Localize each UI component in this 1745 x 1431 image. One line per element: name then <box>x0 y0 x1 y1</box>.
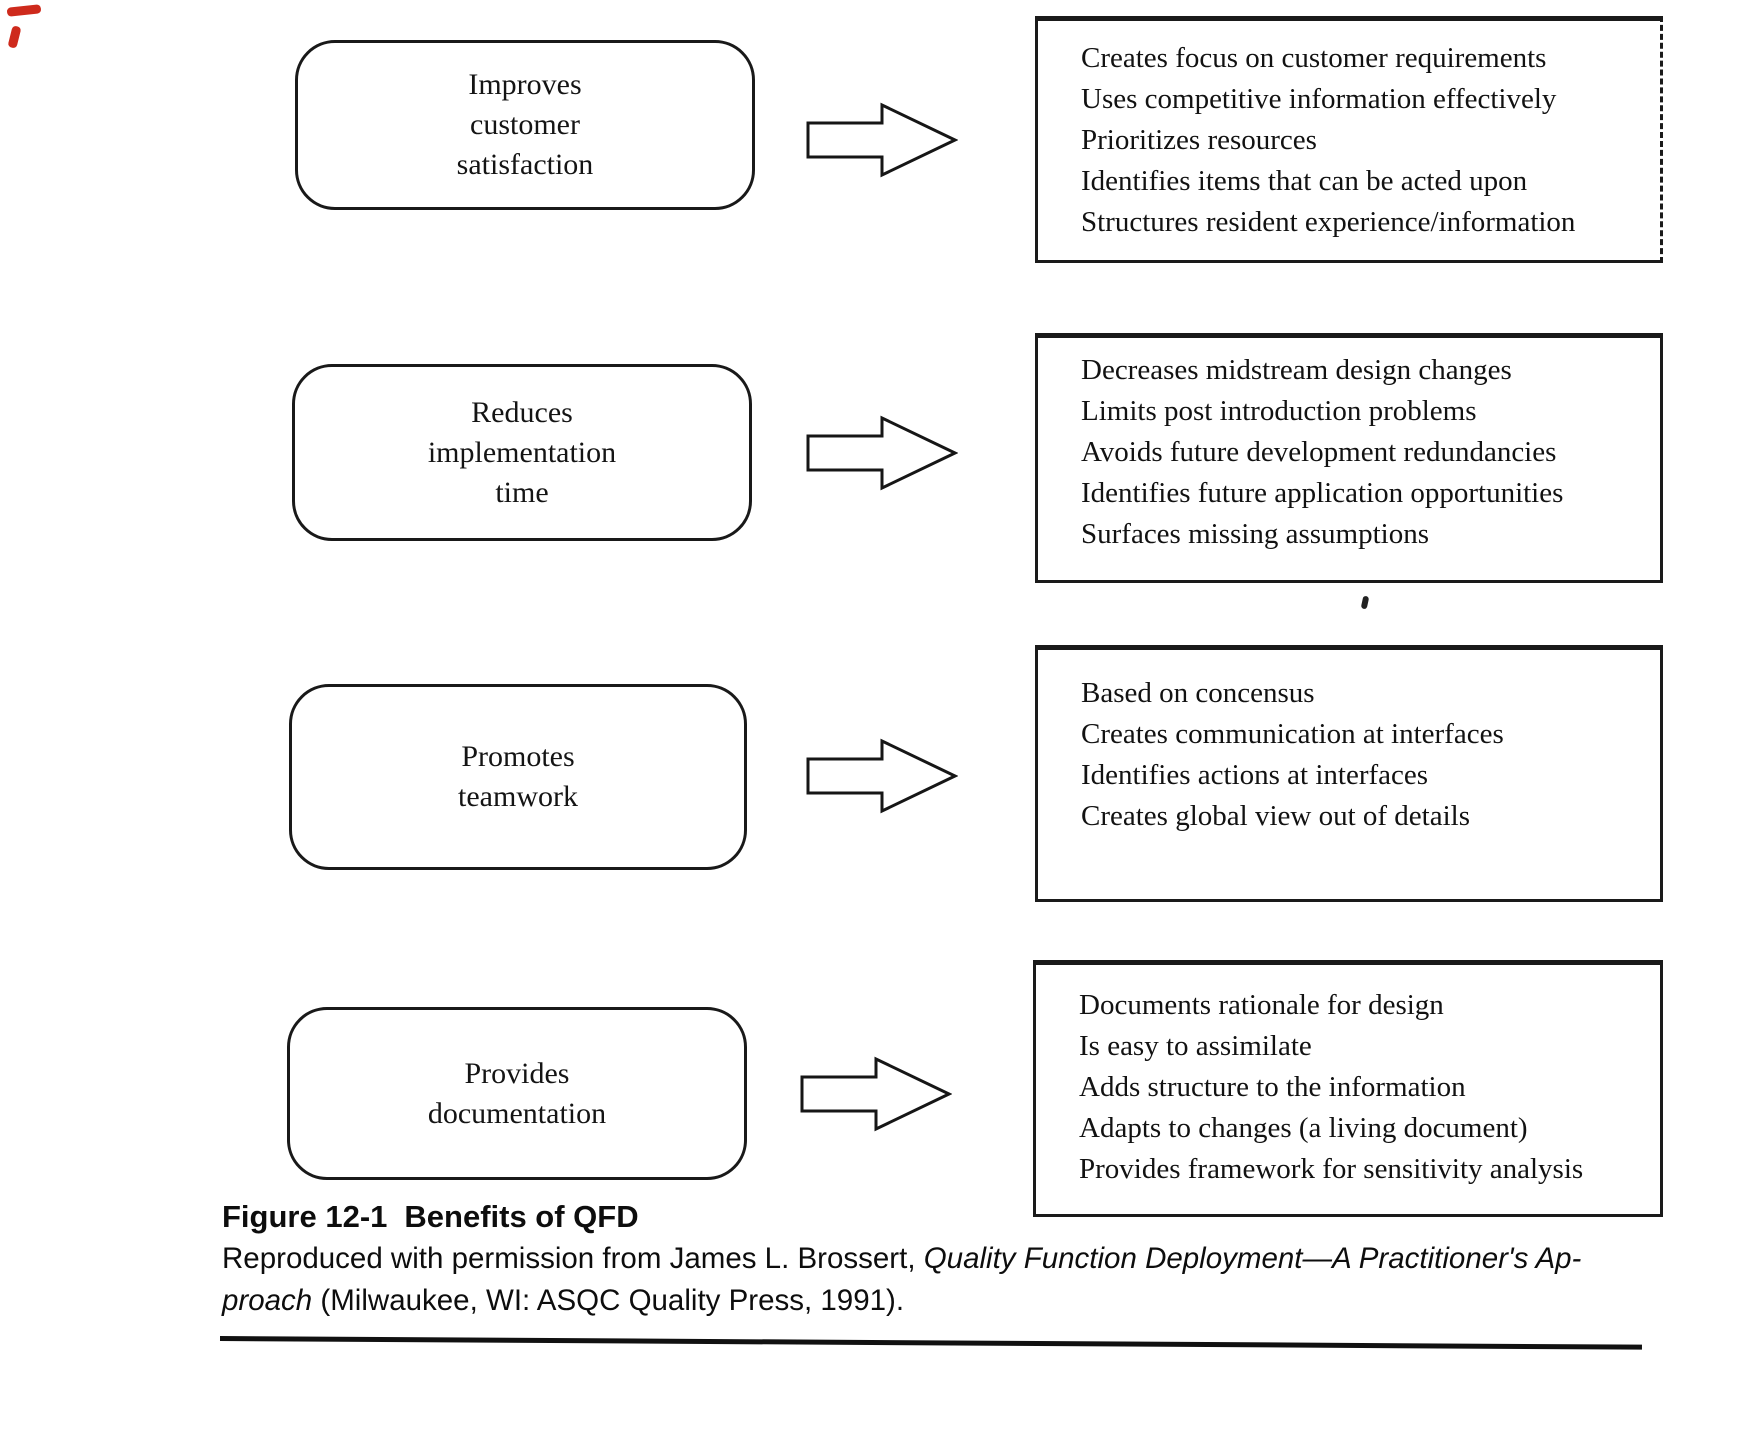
category-label-line: Promotes <box>461 740 575 773</box>
figure-credit-line-1: Reproduced with permission from James L.… <box>222 1242 1581 1276</box>
benefit-item: Prioritizes resources <box>1081 124 1317 156</box>
benefit-item: Creates focus on customer requirements <box>1081 42 1547 74</box>
benefit-item: Adapts to changes (a living document) <box>1079 1112 1528 1144</box>
figure-caption: Figure 12-1 Benefits of QFD <box>222 1199 639 1235</box>
category-label-line: implementation <box>427 435 617 469</box>
page-divider-rule <box>219 1336 1642 1350</box>
benefit-item: Limits post introduction problems <box>1081 395 1477 427</box>
category-label: Reduces implementation time <box>428 393 616 513</box>
red-pen-mark <box>6 4 42 17</box>
block-arrow-right-icon <box>806 738 959 814</box>
benefits-box-teamwork: Based on concensus Creates communication… <box>1035 645 1663 902</box>
benefits-box-customer-satisfaction: Creates focus on customer requirements U… <box>1035 16 1663 263</box>
benefit-item: Avoids future development redundancies <box>1081 436 1557 468</box>
category-label: Provides documentation <box>428 1054 606 1134</box>
benefit-item: Identifies actions at interfaces <box>1081 759 1429 791</box>
benefit-item: Is easy to assimilate <box>1079 1030 1312 1062</box>
benefit-item: Documents rationale for design <box>1079 989 1444 1021</box>
category-label: Improves customer satisfaction <box>457 65 594 185</box>
category-label-line: Provides <box>464 1056 570 1090</box>
benefits-box-implementation-time: Decreases midstream design changes Limit… <box>1035 333 1663 583</box>
figure-credit-line-2: proach (Milwaukee, WI: ASQC Quality Pres… <box>222 1284 904 1318</box>
scan-speck <box>1360 595 1370 610</box>
block-arrow-right-icon <box>806 415 959 491</box>
red-pen-mark <box>7 25 22 49</box>
benefit-item: Adds structure to the information <box>1079 1071 1466 1103</box>
category-label-line: Improves <box>468 68 582 101</box>
block-arrow-right-icon <box>800 1056 953 1132</box>
benefit-item: Identifies items that can be acted upon <box>1081 165 1528 197</box>
benefit-item: Surfaces missing assumptions <box>1081 518 1429 550</box>
category-label-line: Reduces <box>471 395 573 429</box>
category-box-provides-documentation: Provides documentation <box>287 1007 747 1180</box>
category-box-reduces-implementation-time: Reduces implementation time <box>292 364 752 541</box>
benefit-item: Based on concensus <box>1081 677 1315 709</box>
credit-text: Reproduced with permission from James L.… <box>222 1242 924 1275</box>
benefit-item: Provides framework for sensitivity analy… <box>1079 1153 1584 1185</box>
category-box-promotes-teamwork: Promotes teamwork <box>289 684 747 870</box>
category-label-line: teamwork <box>458 780 578 813</box>
benefit-item: Creates communication at interfaces <box>1081 718 1504 750</box>
benefit-item: Decreases midstream design changes <box>1081 354 1512 386</box>
category-label-line: documentation <box>427 1096 607 1130</box>
category-box-improves-customer-satisfaction: Improves customer satisfaction <box>295 40 755 210</box>
benefit-item: Structures resident experience/informati… <box>1081 206 1576 238</box>
benefit-item: Uses competitive information effectively <box>1081 83 1557 115</box>
category-label-line: satisfaction <box>456 148 594 181</box>
block-arrow-right-icon <box>806 102 959 178</box>
benefit-item: Creates global view out of details <box>1081 800 1470 832</box>
category-label-line: customer <box>470 108 580 141</box>
credit-text: (Milwaukee, WI: ASQC Quality Press, 1991… <box>312 1284 905 1317</box>
category-label-line: time <box>495 475 549 509</box>
benefit-item: Identifies future application opportunit… <box>1081 477 1564 509</box>
figure-number: Figure 12-1 <box>222 1199 388 1234</box>
benefits-box-documentation: Documents rationale for design Is easy t… <box>1033 960 1663 1217</box>
credit-book-title: Quality Function Deployment—A Practition… <box>923 1242 1582 1275</box>
credit-book-title: proach <box>222 1284 313 1317</box>
category-label: Promotes teamwork <box>458 737 578 817</box>
figure-title: Benefits of QFD <box>404 1199 639 1234</box>
